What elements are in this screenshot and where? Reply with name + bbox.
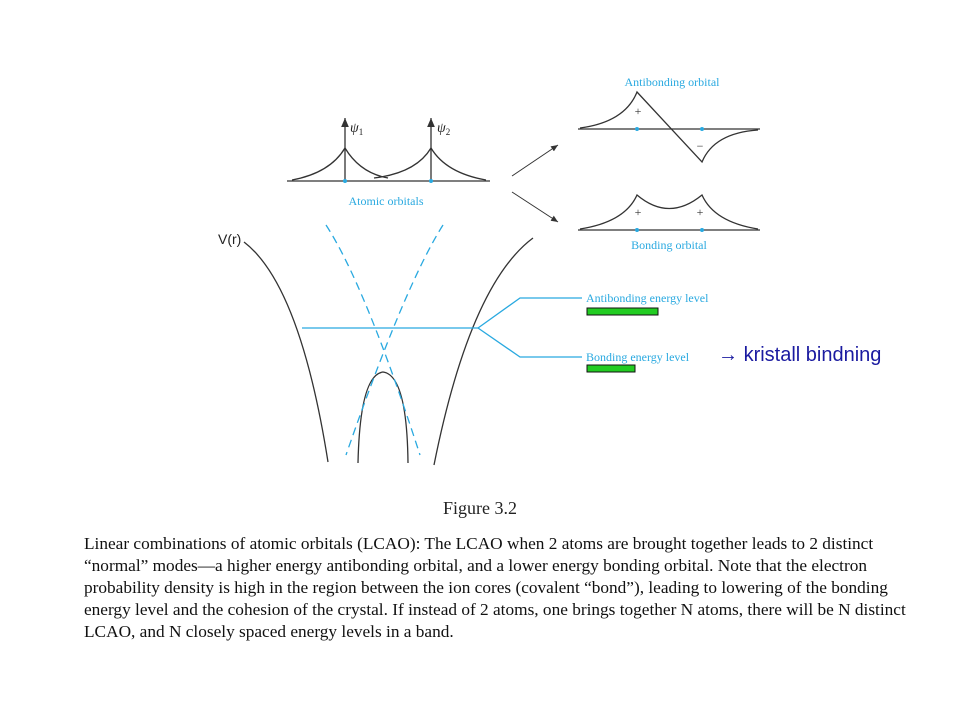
atomic-orbitals-label: Atomic orbitals: [349, 194, 424, 208]
bonding-energy-label: Bonding energy level: [586, 350, 690, 364]
side-note-text: kristall bindning: [743, 344, 882, 366]
right-arrow-icon: →: [718, 344, 738, 366]
nucleus-dot-1: [343, 179, 347, 183]
center-potential-curve: [357, 371, 409, 464]
arrow-to-bonding: [511, 191, 559, 223]
bonding-plus-1: +: [635, 205, 642, 219]
psi2-orbital-curve: [373, 146, 487, 181]
nucleus-dot-2: [429, 179, 433, 183]
bonding-orbital-panel: + + Bonding orbital: [578, 193, 760, 252]
antibonding-energy-line: [477, 297, 582, 329]
antibonding-orbital-panel: Antibonding orbital + −: [578, 75, 760, 164]
bonding-plus-2: +: [697, 205, 704, 219]
arrow-to-antibonding: [511, 144, 559, 177]
potential-well-diagram: V(r) Antibonding energy level Bonding en…: [218, 224, 709, 466]
antibonding-highlight: [586, 307, 659, 316]
psi1-label: ψ1: [350, 121, 363, 137]
bonding-energy-line: [477, 327, 582, 358]
bonding-nucleus-1: [635, 228, 639, 232]
left-potential-curve: [243, 241, 329, 463]
figure-number: Figure 3.2: [443, 498, 517, 518]
antibonding-curve: [579, 90, 759, 164]
atomic-orbitals-panel: ψ1 ψ2 Atomic orbitals: [287, 118, 490, 208]
side-note: → kristall bindning: [718, 344, 881, 367]
psi1-orbital-curve: [291, 146, 389, 181]
left-dashed-potential: [325, 224, 421, 456]
psi2-label: ψ2: [437, 121, 450, 137]
right-potential-curve: [433, 237, 534, 466]
antibonding-nucleus-2: [700, 127, 704, 131]
potential-label: V(r): [218, 231, 241, 247]
right-dashed-potential: [345, 224, 444, 456]
bonding-nucleus-2: [700, 228, 704, 232]
bonding-curve: [579, 193, 759, 230]
bonding-highlight: [586, 364, 636, 373]
bonding-orbital-label: Bonding orbital: [631, 238, 707, 252]
antibonding-energy-label: Antibonding energy level: [586, 291, 709, 305]
antibonding-nucleus-1: [635, 127, 639, 131]
figure-caption: Linear combinations of atomic orbitals (…: [84, 534, 906, 641]
antibonding-orbital-label: Antibonding orbital: [625, 75, 721, 89]
antibonding-minus: −: [697, 139, 704, 153]
antibonding-plus: +: [635, 104, 642, 118]
